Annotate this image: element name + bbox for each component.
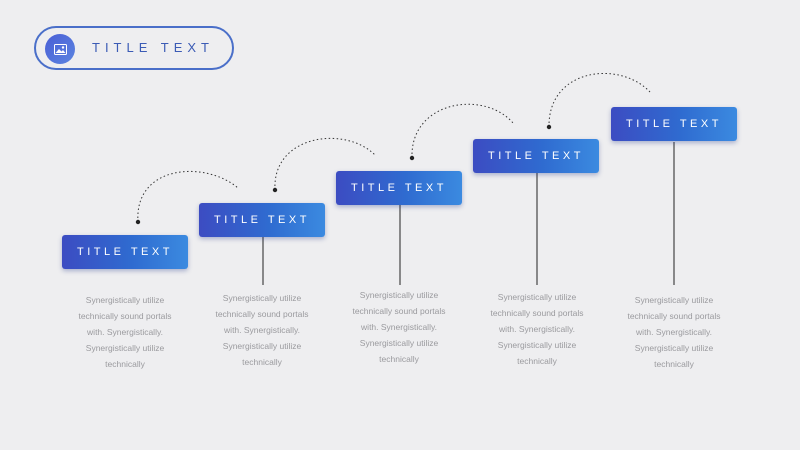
step-4-description: Synergistically utilize technically soun…	[490, 292, 584, 366]
image-icon	[45, 34, 75, 64]
step-3-box: TITLE TEXT	[336, 171, 462, 205]
step-2-title: TITLE TEXT	[214, 214, 310, 226]
step-4-box: TITLE TEXT	[473, 139, 599, 173]
step-3-title: TITLE TEXT	[351, 182, 447, 194]
step-1-box: TITLE TEXT	[62, 235, 188, 269]
step-5-description: Synergistically utilize technically soun…	[627, 295, 721, 369]
page-title: TITLE TEXT	[92, 40, 214, 55]
step-2-box: TITLE TEXT	[199, 203, 325, 237]
step-1-title: TITLE TEXT	[77, 246, 173, 258]
step-5-title: TITLE TEXT	[626, 118, 722, 130]
step-5-box: TITLE TEXT	[611, 107, 737, 141]
arc-dot-3	[409, 155, 415, 161]
header-pill: TITLE TEXT	[34, 26, 234, 70]
arc-dot-4	[546, 124, 552, 130]
arc-dot-2	[272, 187, 278, 193]
step-3-description: Synergistically utilize technically soun…	[352, 290, 446, 364]
step-1-description: Synergistically utilize technically soun…	[78, 295, 172, 369]
step-4-title: TITLE TEXT	[488, 150, 584, 162]
step-2-description: Synergistically utilize technically soun…	[215, 293, 309, 367]
arc-dot-1	[135, 219, 141, 225]
